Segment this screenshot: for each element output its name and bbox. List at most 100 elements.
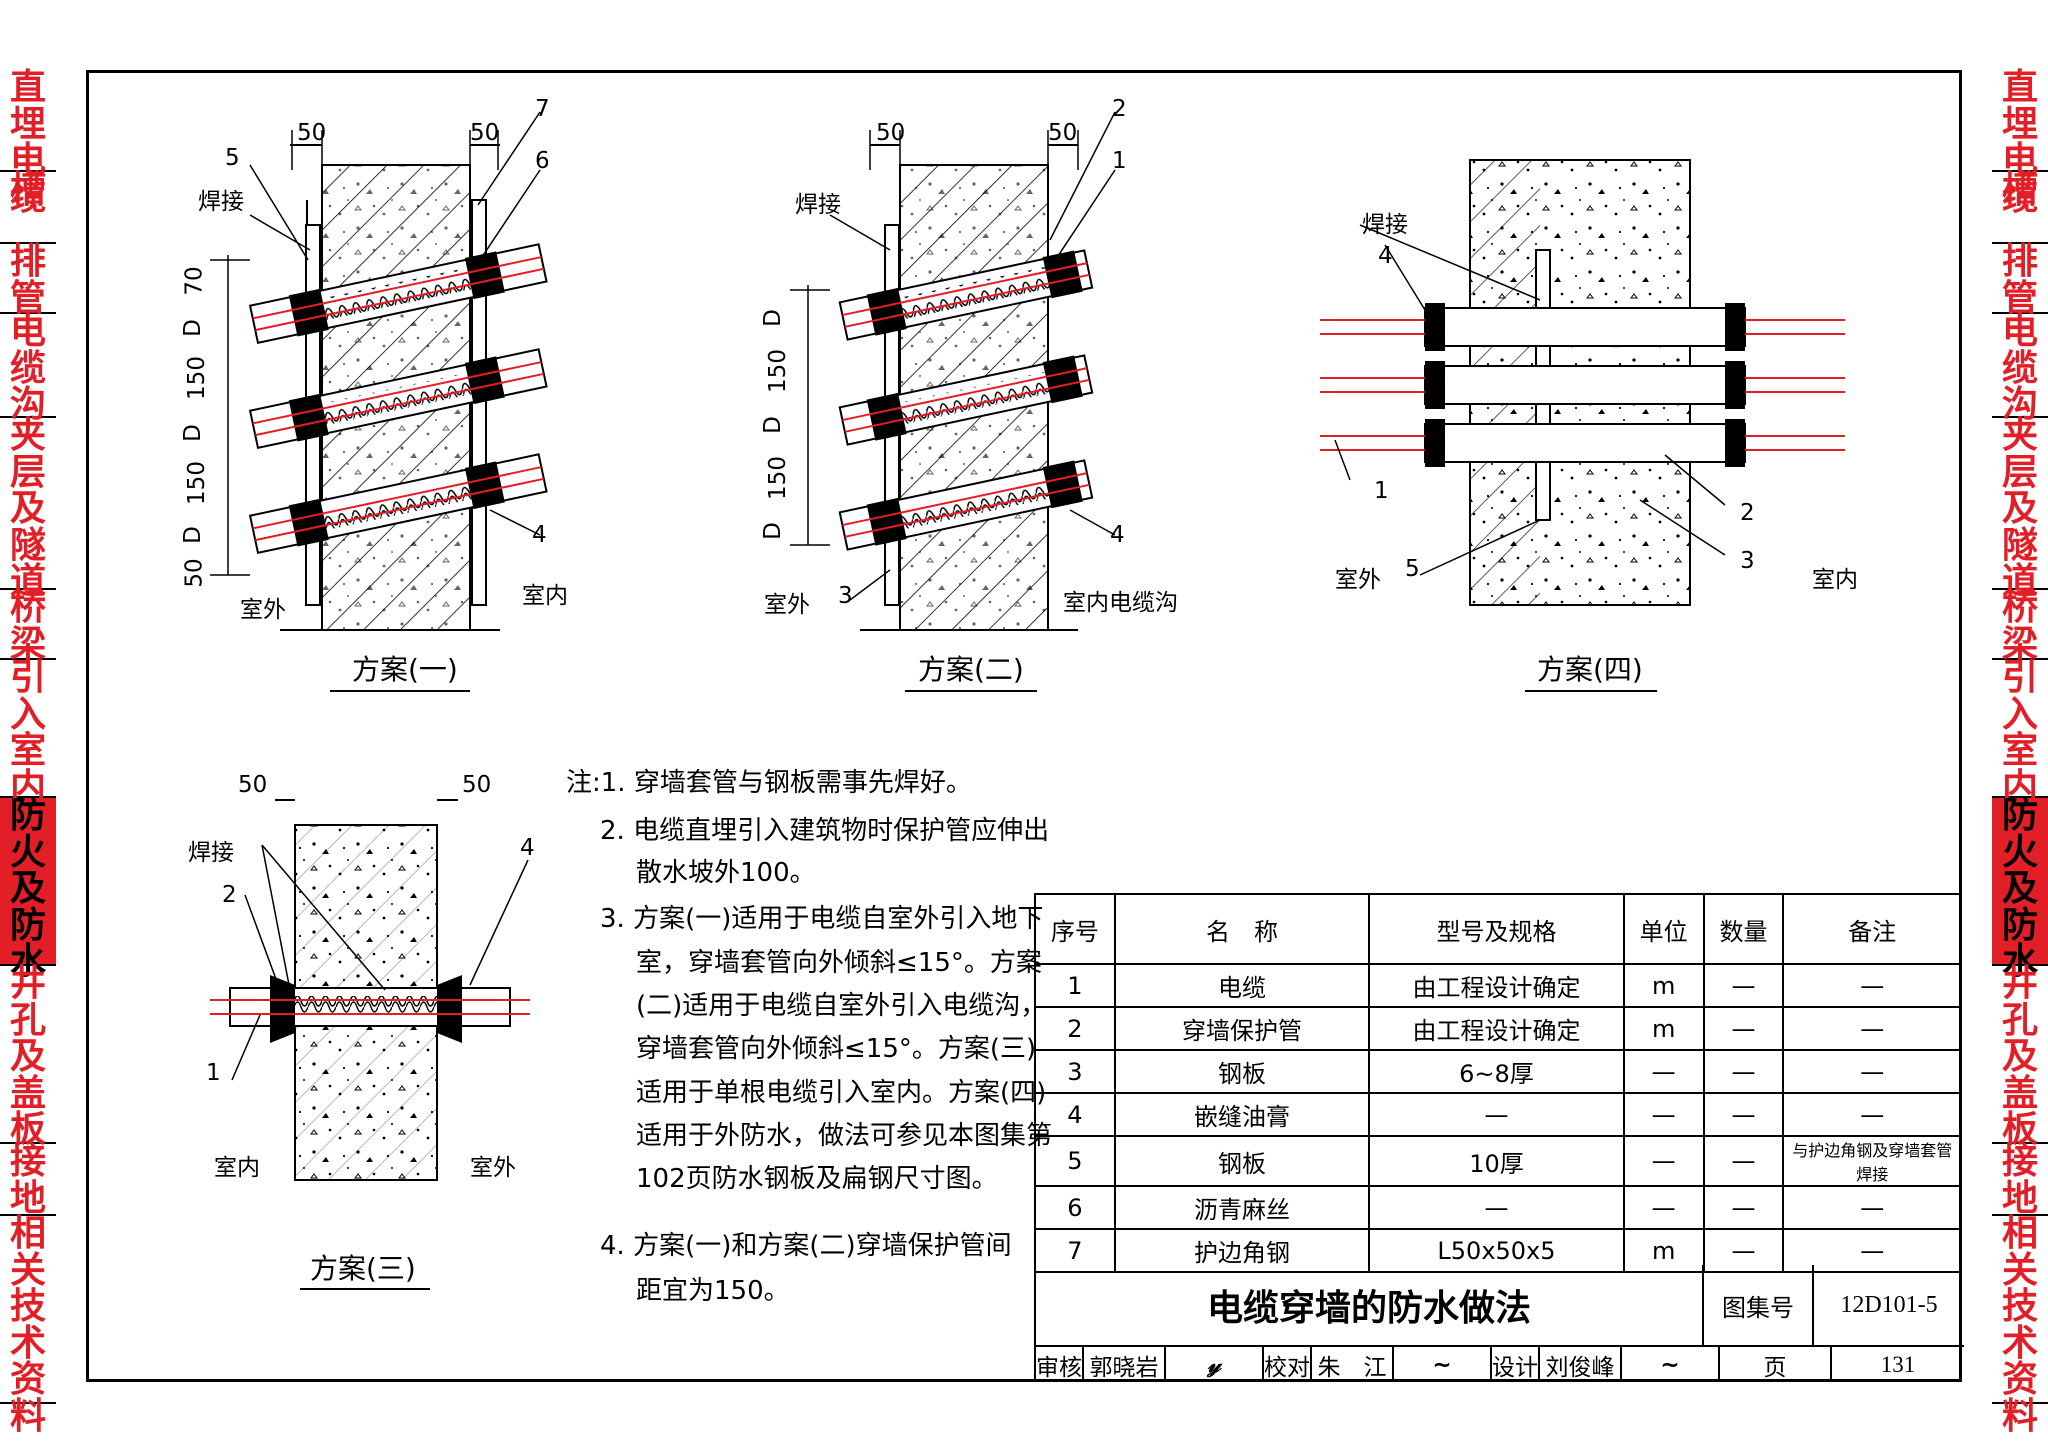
- side-tab: 电缆沟: [0, 313, 56, 423]
- page-label: 页: [1720, 1347, 1832, 1382]
- scheme3-drawing: [210, 799, 530, 1181]
- table-cell: —: [1622, 1185, 1705, 1230]
- table-cell: —: [1702, 1092, 1785, 1137]
- note-line: 适用于外防水，做法可参见本图集第: [636, 1121, 1053, 1151]
- side-tab: 相关技术资料: [0, 1215, 56, 1434]
- scheme4-callout-5: 5: [1405, 556, 1420, 582]
- scheme3-dim-left: 50: [238, 772, 268, 798]
- table-cell: —: [1702, 1135, 1785, 1187]
- atlas-number: 12D101-5: [1840, 1291, 1938, 1318]
- side-tab: 防火及防水: [1992, 797, 2048, 980]
- scheme1-vdim: D: [179, 319, 206, 337]
- table-cell: 护边角钢: [1113, 1228, 1371, 1273]
- table-cell: 2: [1034, 1006, 1116, 1051]
- table-cell: 4: [1034, 1092, 1116, 1137]
- side-tab: 井孔及盖板: [1992, 965, 2048, 1148]
- scheme2-callout-2: 2: [1112, 96, 1127, 122]
- table-cell: 由工程设计确定: [1368, 963, 1625, 1008]
- table-header-row: 序号 名 称 型号及规格 单位 数量 备注: [1034, 893, 1962, 965]
- side-tab: 电缆沟: [1992, 313, 2048, 423]
- checker-name: 朱 江: [1312, 1347, 1394, 1382]
- scheme1-vdim: 150: [183, 461, 210, 505]
- note-line: 3. 方案(一)适用于电缆自室外引入地下: [600, 904, 1044, 934]
- title-block: 电缆穿墙的防水做法 图集号 12D101-5 审核 郭晓岩 𝓎 校对 朱 江 ~…: [1034, 1265, 1964, 1382]
- table-cell: 5: [1034, 1135, 1116, 1187]
- scheme4-inside-label: 室内: [1812, 567, 1858, 593]
- side-tab: 接地: [0, 1143, 56, 1216]
- table-header: 数量: [1702, 893, 1785, 965]
- note-line: 102页防水钢板及扁钢尺寸图。: [636, 1164, 998, 1194]
- table-cell: —: [1782, 1185, 1962, 1230]
- side-tab: 排管: [1992, 243, 2048, 316]
- scheme1-outside-label: 室外: [240, 597, 286, 623]
- scheme4-weld-label: 焊接: [1362, 212, 1408, 238]
- scheme1-inside-label: 室内: [522, 583, 568, 609]
- scheme4-callout-3: 3: [1740, 548, 1755, 574]
- table-cell: 穿墙保护管: [1113, 1006, 1371, 1051]
- scheme1-vdim: D: [179, 526, 206, 544]
- scheme4-callout-1: 1: [1374, 478, 1389, 504]
- scheme1-callout-6: 6: [535, 148, 550, 174]
- table-cell: —: [1702, 1006, 1785, 1051]
- table-cell: —: [1622, 1135, 1705, 1187]
- table-cell: —: [1782, 1006, 1962, 1051]
- scheme1-vdim: 50: [181, 558, 208, 588]
- table-cell: —: [1782, 1092, 1962, 1137]
- scheme1-dim-right: 50: [470, 120, 500, 146]
- table-cell: 7: [1034, 1228, 1116, 1273]
- scheme2-vdim: D: [759, 522, 786, 540]
- table-row: 5 钢板 10厚 — — 与护边角钢及穿墙套管焊接: [1034, 1135, 1962, 1187]
- side-tab: 槽: [0, 171, 56, 244]
- scheme4-drawing: [1320, 159, 1845, 606]
- scheme1-caption: 方案(一): [352, 653, 458, 686]
- scheme4-callout-2: 2: [1740, 500, 1755, 526]
- scheme2-callout-3: 3: [838, 583, 853, 609]
- scheme2-vdim: D: [759, 309, 786, 327]
- side-index-left: 直埋电缆槽排管电缆沟夹层及隧道桥梁引入室内防火及防水井孔及盖板接地相关技术资料: [0, 69, 56, 1434]
- scheme3-outside-label: 室外: [470, 1155, 516, 1181]
- table-cell: —: [1622, 1049, 1705, 1094]
- review-label: 审核: [1036, 1347, 1084, 1382]
- scheme1-callout-5: 5: [225, 145, 240, 171]
- note-line: 2. 电缆直埋引入建筑物时保护管应伸出: [600, 816, 1050, 846]
- note-line: 散水坡外100。: [636, 858, 816, 888]
- scheme1-vdim: D: [179, 424, 206, 442]
- scheme2-callout-1: 1: [1112, 148, 1127, 174]
- scheme4-outside-label: 室外: [1335, 567, 1381, 593]
- side-tab: 引入室内: [1992, 659, 2048, 805]
- table-row: 1 电缆 由工程设计确定 m — —: [1034, 963, 1962, 1008]
- scheme2-caption: 方案(二): [918, 653, 1024, 686]
- table-cell: —: [1782, 1049, 1962, 1094]
- side-tab: 桥梁: [1992, 589, 2048, 662]
- scheme1-drawing: [210, 111, 548, 631]
- scheme2-vdim: 150: [764, 349, 791, 393]
- table-cell: m: [1622, 1006, 1705, 1051]
- side-tab: 夹层及隧道: [1992, 417, 2048, 600]
- scheme3-callout-1: 1: [206, 1060, 221, 1086]
- table-row: 7 护边角钢 L50x50x5 m — —: [1034, 1228, 1962, 1273]
- reviewer-signature: 𝓎: [1166, 1347, 1264, 1382]
- side-tab: 夹层及隧道: [0, 417, 56, 600]
- drawing-frame: [86, 70, 1962, 1382]
- design-label: 设计: [1492, 1347, 1540, 1382]
- table-cell: —: [1702, 1049, 1785, 1094]
- scheme2-weld-label: 焊接: [795, 192, 841, 218]
- scheme4-caption: 方案(四): [1537, 653, 1643, 686]
- table-cell: m: [1622, 1228, 1705, 1273]
- table-cell: L50x50x5: [1368, 1228, 1625, 1273]
- table-cell: 钢板: [1113, 1135, 1371, 1187]
- table-cell: —: [1368, 1185, 1625, 1230]
- table-cell: —: [1782, 963, 1962, 1008]
- note-line: 室，穿墙套管向外倾斜≤15°。方案: [636, 948, 1042, 978]
- table-cell: 电缆: [1113, 963, 1371, 1008]
- side-tab: 接地: [1992, 1143, 2048, 1216]
- scheme2-dim-right: 50: [1048, 120, 1078, 146]
- scheme3-caption: 方案(三): [310, 1252, 416, 1285]
- table-cell: 6: [1034, 1185, 1116, 1230]
- table-header: 型号及规格: [1368, 893, 1625, 965]
- scheme1-callout-4: 4: [532, 522, 547, 548]
- check-label: 校对: [1264, 1347, 1312, 1382]
- note-line: 适用于单根电缆引入室内。方案(四): [636, 1078, 1047, 1108]
- table-cell: 1: [1034, 963, 1116, 1008]
